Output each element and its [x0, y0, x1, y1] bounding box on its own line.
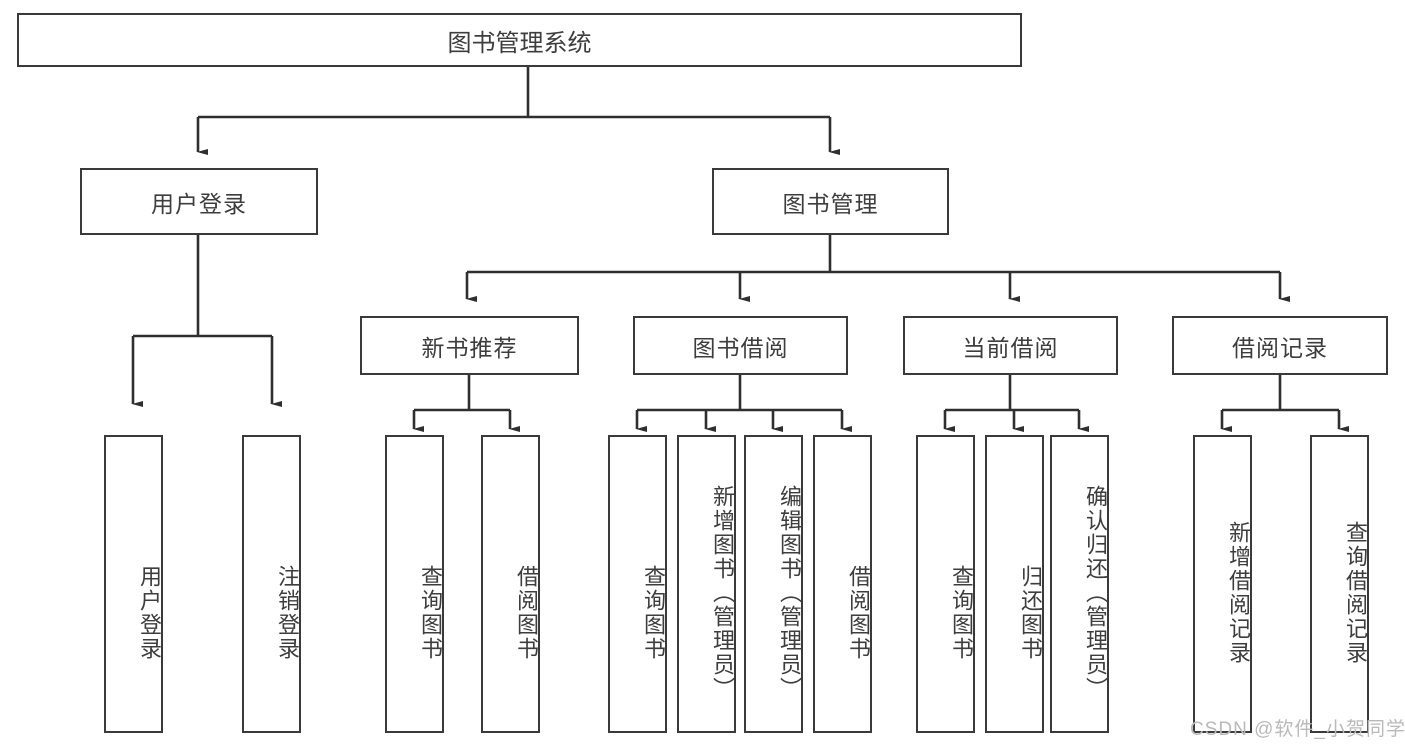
leaf-edit-book-admin[interactable]: 编辑图书（管理员） — [744, 435, 803, 733]
leaf-confirm-return-admin-label: 确认归还（管理员） — [1083, 485, 1108, 701]
csdn-watermark: CSDN @软件_小贺同学 — [1190, 719, 1405, 740]
leaf-query-books-recommend-label: 查询图书 — [418, 565, 443, 661]
node-borrow-records[interactable]: 借阅记录 — [1172, 316, 1388, 375]
node-book-borrow[interactable]: 图书借阅 — [633, 316, 848, 375]
leaf-query-books-borrow-label: 查询图书 — [641, 565, 666, 661]
leaf-query-books-borrow[interactable]: 查询图书 — [608, 435, 667, 733]
node-book-management-label: 图书管理 — [782, 190, 879, 217]
node-new-book-recommend-label: 新书推荐 — [421, 334, 518, 361]
leaf-add-book-admin-label: 新增图书（管理员） — [710, 485, 735, 701]
leaf-user-login-label: 用户登录 — [137, 565, 162, 661]
leaf-add-borrow-record-label: 新增借阅记录 — [1226, 521, 1251, 665]
leaf-borrow-books-label: 借阅图书 — [846, 565, 871, 661]
node-book-borrow-label: 图书借阅 — [692, 334, 789, 361]
leaf-query-borrow-record[interactable]: 查询借阅记录 — [1310, 435, 1369, 733]
leaf-query-books-current-label: 查询图书 — [949, 565, 974, 661]
leaf-query-books-current[interactable]: 查询图书 — [916, 435, 975, 733]
leaf-borrow-books-recommend-label: 借阅图书 — [514, 565, 539, 661]
node-user-login[interactable]: 用户登录 — [80, 168, 318, 235]
leaf-add-book-admin[interactable]: 新增图书（管理员） — [677, 435, 736, 733]
node-current-borrow[interactable]: 当前借阅 — [903, 316, 1118, 375]
node-borrow-records-label: 借阅记录 — [1232, 334, 1328, 361]
leaf-borrow-books-recommend[interactable]: 借阅图书 — [481, 435, 540, 733]
leaf-user-login[interactable]: 用户登录 — [104, 435, 163, 733]
node-new-book-recommend[interactable]: 新书推荐 — [360, 316, 579, 375]
node-current-borrow-label: 当前借阅 — [962, 334, 1059, 361]
leaf-return-books[interactable]: 归还图书 — [985, 435, 1044, 733]
node-root-label: 图书管理系统 — [447, 29, 592, 57]
leaf-return-books-label: 归还图书 — [1018, 565, 1043, 661]
leaf-edit-book-admin-label: 编辑图书（管理员） — [777, 485, 802, 701]
node-root[interactable]: 图书管理系统 — [17, 13, 1022, 67]
node-book-management[interactable]: 图书管理 — [712, 168, 949, 235]
leaf-logout[interactable]: 注销登录 — [242, 435, 301, 733]
leaf-confirm-return-admin[interactable]: 确认归还（管理员） — [1050, 435, 1109, 733]
leaf-logout-label: 注销登录 — [275, 565, 300, 661]
leaf-query-borrow-record-label: 查询借阅记录 — [1343, 521, 1368, 665]
leaf-query-books-recommend[interactable]: 查询图书 — [385, 435, 444, 733]
node-user-login-label: 用户登录 — [151, 190, 247, 217]
leaf-add-borrow-record[interactable]: 新增借阅记录 — [1193, 435, 1252, 733]
leaf-borrow-books[interactable]: 借阅图书 — [813, 435, 872, 733]
